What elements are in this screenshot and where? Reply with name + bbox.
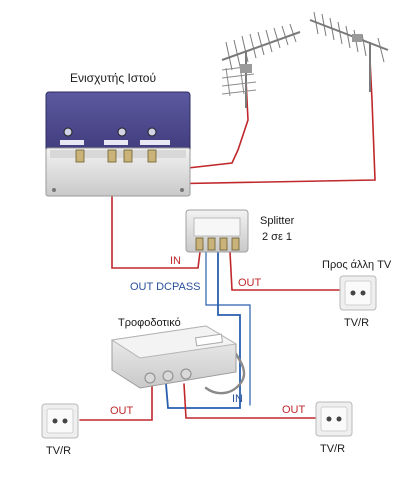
label-tvr-top-right: TV/R: [344, 317, 369, 329]
label-other-tv: Προς άλλη TV: [322, 259, 392, 271]
splitter-dcpass-cable-2: [205, 251, 251, 406]
amplifier-title: Ενισχυτής Ιστού: [70, 71, 156, 85]
amplifier-connectors: [75, 149, 157, 163]
label-tvr-right: TV/R: [320, 443, 345, 455]
antenna-left-elements: [225, 23, 297, 71]
label-in-splitter: IN: [170, 255, 181, 267]
power-supply: [110, 325, 238, 389]
power-to-right-tv-cable: [183, 383, 319, 419]
amplifier-knob-right: [147, 127, 157, 137]
label-tvr-left: TV/R: [46, 445, 71, 457]
label-out-splitter: OUT: [238, 277, 262, 289]
power-supply-title: Τροφοδοτικό: [118, 317, 181, 329]
socket-right: [315, 401, 353, 437]
label-out-left: OUT: [110, 405, 134, 417]
amplifier-knob-mid: [117, 127, 127, 137]
socket-left: [41, 403, 79, 439]
mast-amplifier: [45, 91, 191, 197]
label-out-dcpass: OUT DCPASS: [130, 281, 201, 293]
label-in-power: IN: [232, 393, 243, 405]
splitter-title-line-2: 2 σε 1: [262, 231, 292, 243]
yagi-antenna-icon: [221, 11, 389, 108]
socket-top-right: [339, 275, 377, 311]
splitter-2-to-1: [185, 209, 249, 253]
antenna-right-elements: [313, 11, 385, 63]
amplifier-to-splitter-cable: [111, 151, 201, 269]
splitter-title-line-1: Splitter: [260, 215, 295, 227]
power-cord: [204, 340, 246, 395]
power-to-left-tv-cable: [79, 383, 153, 421]
amplifier-knob-left: [63, 127, 73, 137]
tv-wall-socket-icon: [41, 275, 377, 439]
label-out-right: OUT: [282, 404, 306, 416]
